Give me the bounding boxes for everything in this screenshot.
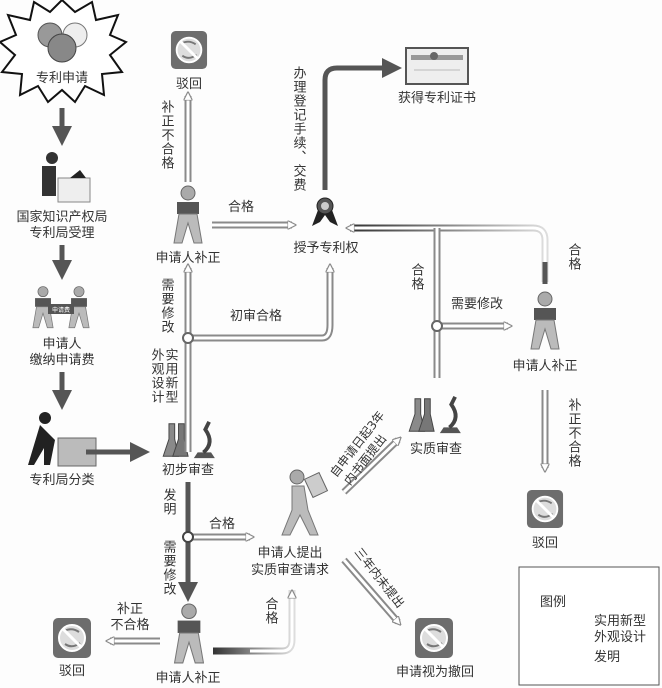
node-withdrawn: 申请视为撤回 xyxy=(396,664,474,680)
node-substantive: 实质审查 xyxy=(410,442,462,457)
node-correct-top: 申请人补正 xyxy=(155,251,220,266)
edge-pass-invention: 合格 xyxy=(209,516,235,532)
node-prelim: 初步审查 xyxy=(162,463,214,478)
branch-node xyxy=(182,332,194,344)
fee-tag: 申请费 xyxy=(52,306,70,314)
branch-node xyxy=(182,531,194,543)
node-correct-bottom: 申请人补正 xyxy=(155,671,220,686)
edge-register: 办理登记手续、交费 xyxy=(291,66,307,192)
node-request-line1: 申请人提出 xyxy=(257,545,322,561)
edge-utility-branch-a: 外观设计 xyxy=(149,348,165,404)
edge-invention-branch: 发明 xyxy=(161,487,177,516)
node-reject-top: 驳回 xyxy=(176,77,202,92)
edge-fail-bottom-line2: 不合格 xyxy=(110,617,149,633)
applicant-person-icon xyxy=(530,291,560,350)
legend-invention: 发明 xyxy=(594,649,620,665)
node-certificate: 获得专利证书 xyxy=(398,90,476,106)
award-ribbon-icon xyxy=(312,197,338,226)
node-correct-right: 申请人补正 xyxy=(512,359,577,374)
reception-desk-icon xyxy=(42,152,91,203)
applicant-person-icon xyxy=(174,603,204,664)
flow-arrow xyxy=(250,594,292,653)
applicant-person-icon xyxy=(173,185,203,244)
node-accept-line2: 专利局受理 xyxy=(29,226,94,241)
flow-arrow xyxy=(322,58,402,190)
flow-arrow xyxy=(188,268,334,342)
packing-box-icon xyxy=(28,412,97,467)
node-accept-line1: 国家知识产权局 xyxy=(16,209,107,225)
edge-fail-right: 补正不合格 xyxy=(566,398,582,468)
walking-applicant-icon xyxy=(281,469,329,536)
edge-fail-top: 补正不合格 xyxy=(159,100,175,170)
edge-need-fix-bottom: 需要修改 xyxy=(161,540,177,596)
edge-utility-branch-b: 实用新型 xyxy=(163,348,179,404)
reject-icon xyxy=(52,617,92,659)
flow-arrow xyxy=(350,224,549,282)
edge-pass-bottom: 合格 xyxy=(263,597,279,625)
edge-prelim-pass: 初审合格 xyxy=(230,308,282,324)
reject-icon xyxy=(170,30,208,70)
reject-icon xyxy=(526,488,564,530)
node-pay-line2: 缴纳申请费 xyxy=(29,353,94,368)
node-reject-right: 驳回 xyxy=(532,536,558,551)
flow-arrow xyxy=(350,228,547,262)
flow-arrow xyxy=(188,268,330,340)
withdrawn-icon xyxy=(414,617,454,659)
node-grant: 授予专利权 xyxy=(293,240,358,256)
flow-arrow xyxy=(213,590,296,655)
edge-need-fix-right: 需要修改 xyxy=(451,297,503,312)
node-request-line2: 实质审查请求 xyxy=(251,563,329,578)
certificate-icon xyxy=(405,47,469,85)
people-group-icon xyxy=(37,22,88,63)
legend: 图例 实用新型 外观设计 发明 xyxy=(518,566,660,686)
node-apply: 专利申请 xyxy=(36,71,88,86)
legend-title: 图例 xyxy=(540,595,566,610)
payment-handover-icon xyxy=(32,286,90,329)
legend-utility-line2: 外观设计 xyxy=(594,630,646,645)
edge-pass-sub: 合格 xyxy=(409,263,425,291)
node-classify: 专利局分类 xyxy=(29,473,94,488)
legend-utility-line1: 实用新型 xyxy=(594,613,646,629)
flow-arrow xyxy=(342,559,398,622)
substantive-exam-icon xyxy=(408,394,463,436)
edge-fail-bottom-line1: 补正 xyxy=(117,602,143,617)
node-pay-line1: 申请人 xyxy=(42,337,81,352)
flow-arrow xyxy=(342,440,398,494)
edge-pass-top: 合格 xyxy=(228,199,254,215)
node-reject-bottom: 驳回 xyxy=(59,664,85,679)
edge-pass-right: 合格 xyxy=(566,243,582,271)
branch-node xyxy=(431,320,443,332)
edge-need-fix-top: 需要修改 xyxy=(159,278,175,334)
